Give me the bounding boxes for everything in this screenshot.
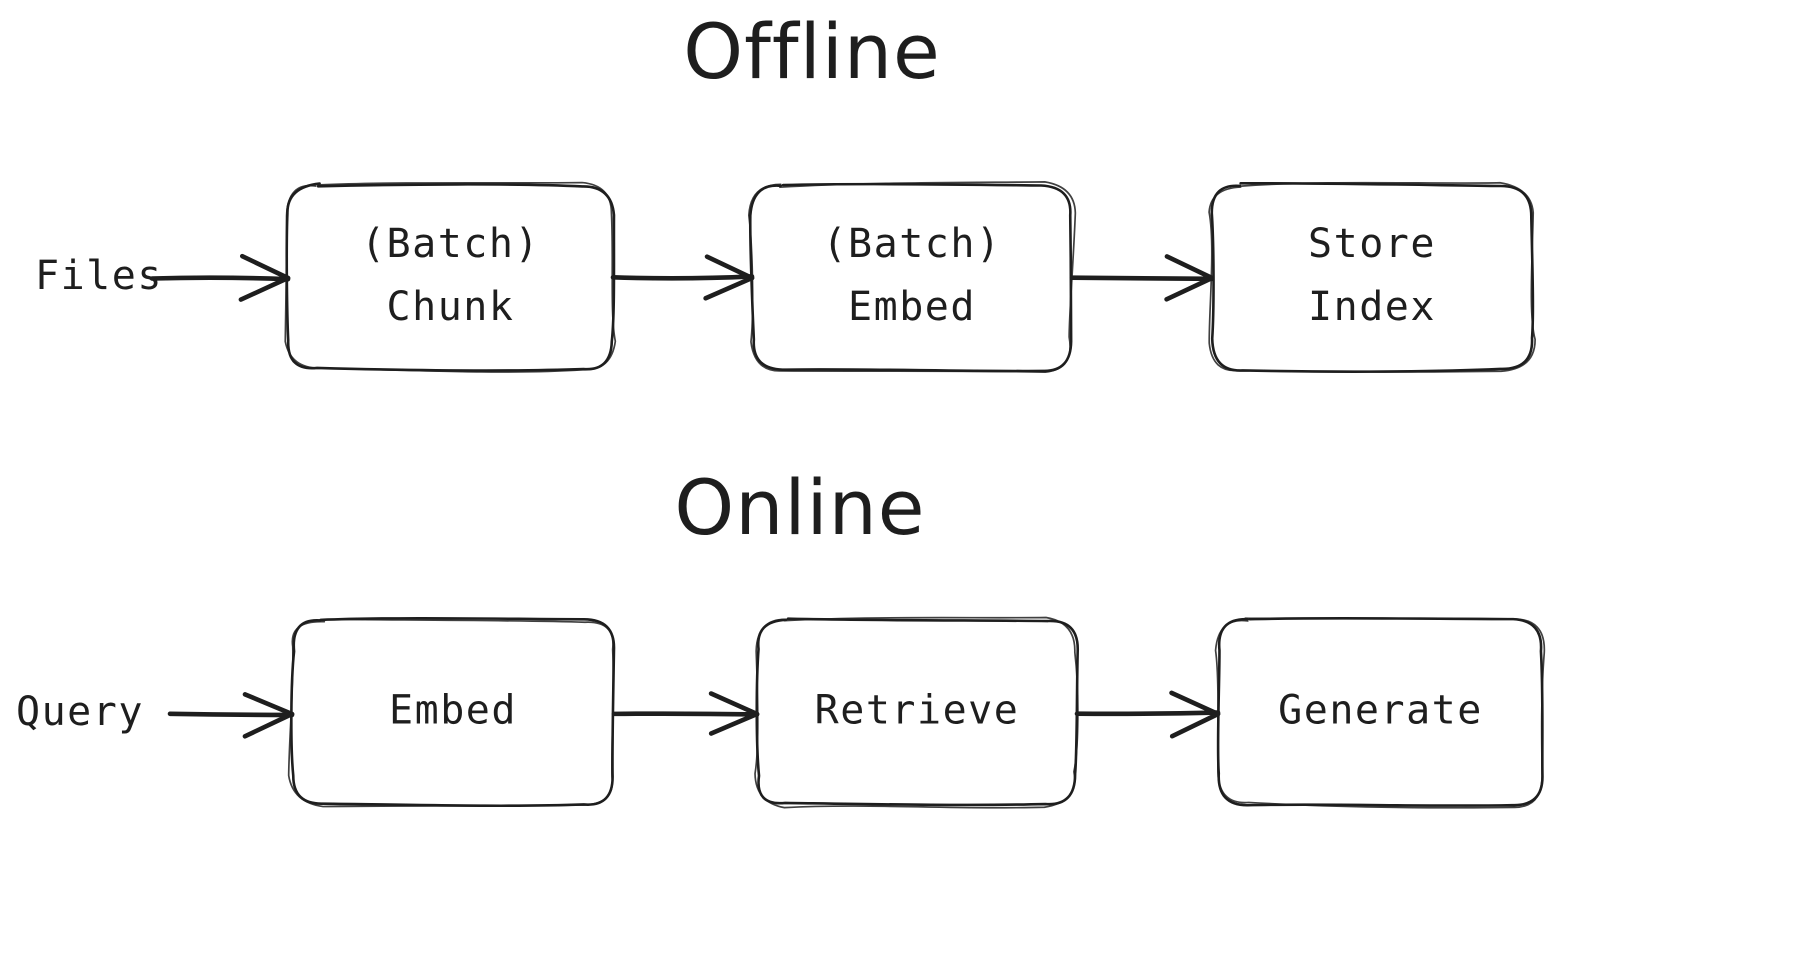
section-title-offline: Offline — [683, 7, 941, 96]
edge-line — [610, 274, 755, 281]
source-label-text: Files — [35, 253, 163, 299]
arrowhead-upper-wing — [1169, 690, 1221, 717]
arrowhead-upper-wing — [708, 691, 760, 717]
arrowhead-upper-wing — [1164, 254, 1215, 281]
edge-query-to-embed — [167, 692, 295, 739]
edge-chunk-to-embed — [610, 254, 755, 301]
edge-line — [1074, 710, 1221, 717]
arrowhead-lower-wing — [703, 275, 755, 301]
edge-line — [611, 711, 760, 717]
edge-embed-to-store — [1069, 254, 1215, 302]
node-outline — [748, 182, 1073, 373]
node-outline — [285, 182, 616, 372]
node-outline-sketch-pass — [1208, 181, 1536, 373]
node-outline-sketch-pass — [287, 618, 615, 808]
node-label-line: (Batch) — [822, 221, 1001, 267]
arrowhead-upper-wing — [242, 692, 295, 717]
node-label-line: Store — [1308, 221, 1436, 267]
node-outline-sketch-pass — [754, 616, 1079, 809]
node-label-line: Embed — [848, 284, 976, 330]
arrowhead-upper-wing — [239, 253, 291, 281]
node-batch-embed[interactable]: (Batch) Embed — [747, 181, 1077, 374]
edge-files-to-chunk — [149, 253, 291, 302]
node-retrieve[interactable]: Retrieve — [754, 616, 1079, 809]
node-outline-sketch-pass — [1214, 617, 1546, 809]
node-label-line: Chunk — [387, 284, 515, 330]
node-outline — [755, 617, 1079, 807]
node-label-line: Index — [1308, 284, 1436, 330]
edge-line — [149, 275, 291, 282]
arrowhead-lower-wing — [242, 711, 295, 739]
source-label-online: Query — [16, 689, 144, 735]
section-title-online: Online — [674, 463, 925, 552]
edge-embed-to-retrieve — [611, 691, 760, 736]
node-generate[interactable]: Generate — [1214, 616, 1546, 809]
node-outline-sketch-pass — [284, 181, 617, 373]
edge-retrieve-to-generate — [1074, 690, 1221, 739]
node-embed[interactable]: Embed — [287, 616, 616, 808]
node-label-line: Retrieve — [815, 688, 1020, 734]
arrowhead-lower-wing — [1169, 711, 1221, 739]
node-outline — [1210, 181, 1535, 373]
node-label-line: (Batch) — [361, 221, 540, 267]
node-label-line: Generate — [1278, 688, 1483, 734]
arrowhead-upper-wing — [704, 254, 755, 281]
arrowhead-lower-wing — [238, 275, 291, 302]
source-label-offline: Files — [35, 253, 163, 299]
node-label-line: Embed — [389, 688, 517, 734]
node-outline-sketch-pass — [747, 181, 1077, 374]
node-batch-chunk[interactable]: (Batch) Chunk — [284, 181, 617, 373]
arrowhead-lower-wing — [1164, 275, 1215, 302]
edge-line — [1069, 275, 1215, 282]
arrowhead-lower-wing — [708, 711, 760, 736]
edge-line — [167, 711, 295, 718]
source-label-text: Query — [16, 689, 144, 735]
